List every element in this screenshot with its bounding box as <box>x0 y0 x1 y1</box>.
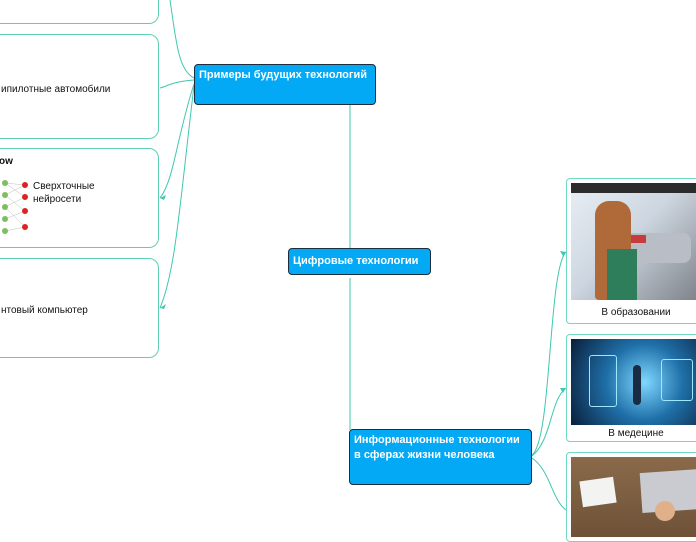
future-card-label: Сверхточные нейросети <box>33 181 95 205</box>
future-card-self-driving[interactable]: ипилотные автомобили <box>0 34 159 139</box>
office-image <box>571 457 696 537</box>
branch-spheres-of-life[interactable]: Информационные технологии в сферах жизни… <box>349 429 532 485</box>
image-heading: ow <box>0 156 13 167</box>
sphere-card-education[interactable]: В образовании <box>566 178 696 324</box>
future-card-label: нтовый компьютер <box>1 305 88 316</box>
sphere-card-medicine[interactable]: В медецине <box>566 334 696 442</box>
future-card-neural-nets[interactable]: ow Сверхточные нейросети <box>0 148 159 248</box>
branch-label: Примеры будущих технологий <box>199 69 367 81</box>
sphere-caption: В медецине <box>608 428 664 439</box>
medicine-image <box>571 339 696 425</box>
central-topic[interactable]: Цифровые технологии <box>288 248 431 275</box>
future-card-label: ипилотные автомобили <box>1 84 111 95</box>
connector-lines <box>159 0 567 511</box>
neural-network-image <box>2 180 28 234</box>
sphere-card-third[interactable] <box>566 452 696 542</box>
future-card-top[interactable] <box>0 0 159 24</box>
education-image <box>571 183 696 300</box>
central-label: Цифровые технологии <box>293 255 419 267</box>
sphere-caption: В образовании <box>601 307 671 318</box>
branch-label: Информационные технологии в сферах жизни… <box>354 434 520 461</box>
branch-future-technologies[interactable]: Примеры будущих технологий <box>194 64 376 105</box>
future-card-quantum[interactable]: нтовый компьютер <box>0 258 159 358</box>
